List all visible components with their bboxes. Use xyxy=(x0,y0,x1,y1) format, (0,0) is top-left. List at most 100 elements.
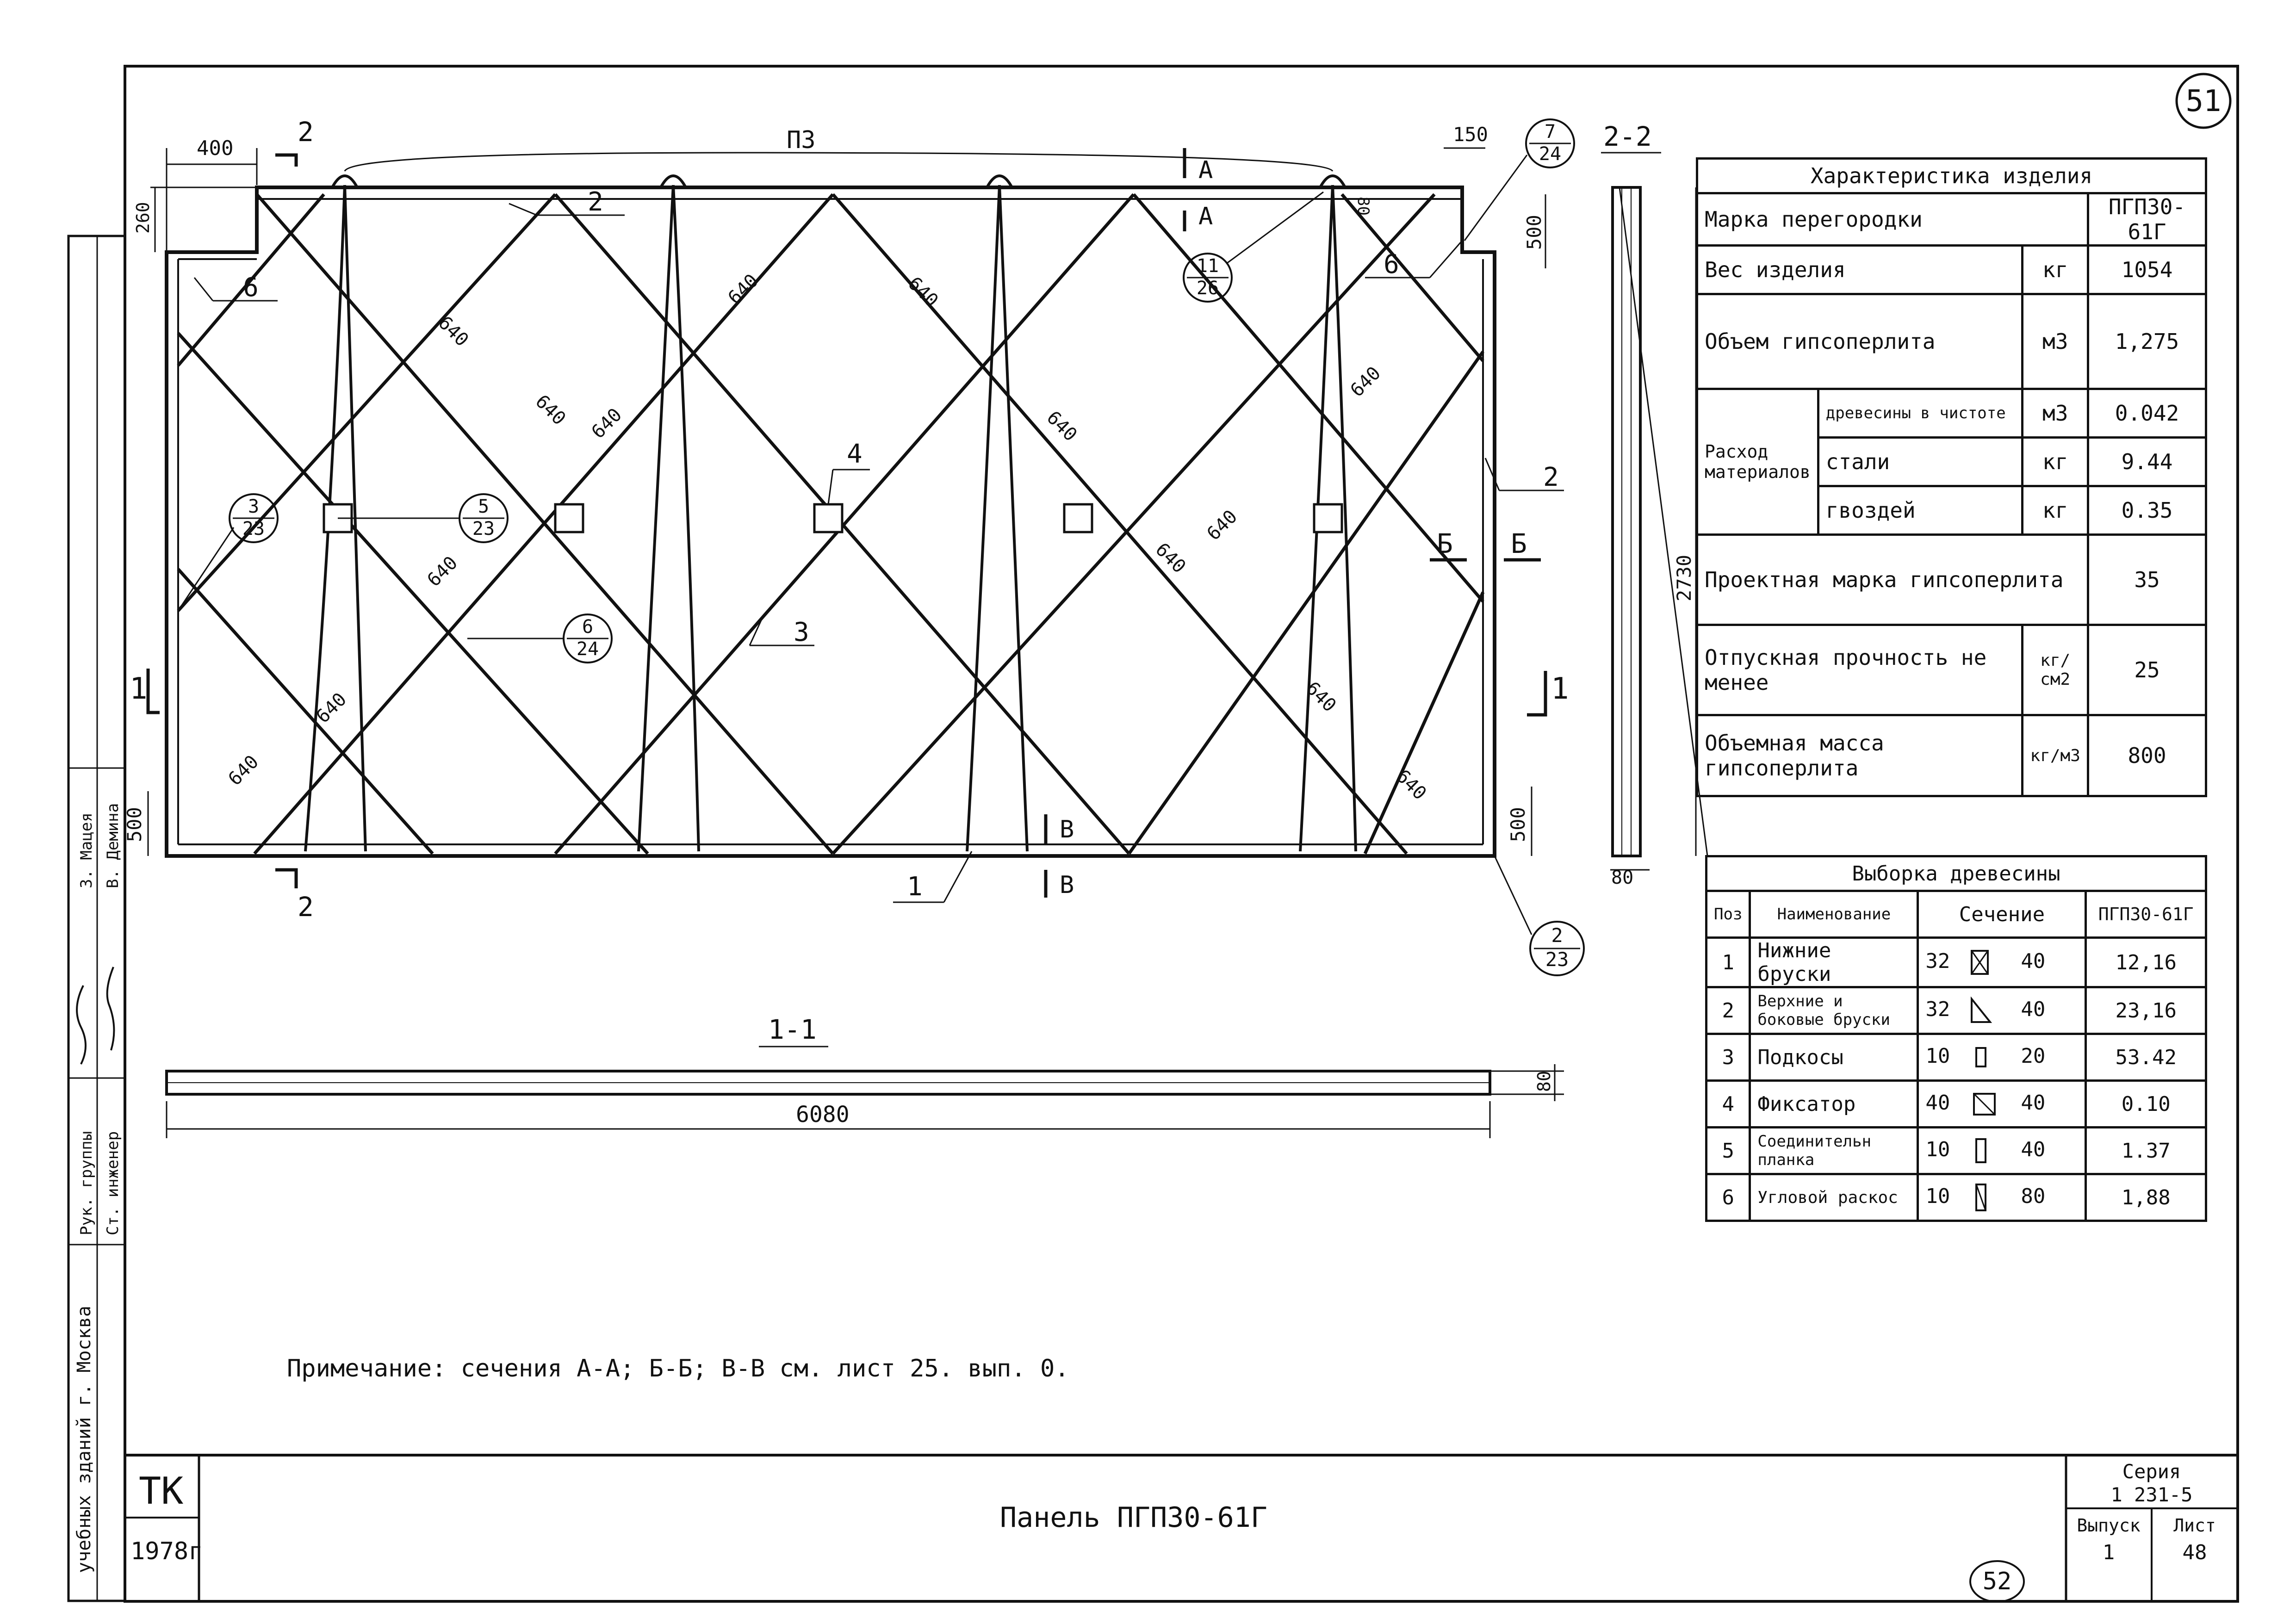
header-name: Наименование xyxy=(1749,890,1919,939)
section-icon xyxy=(1975,1047,1986,1067)
weight-value: 1054 xyxy=(2087,244,2207,295)
position-6-right: 6 xyxy=(1384,249,1399,279)
cut-1-left-label: 1 xyxy=(130,672,148,706)
callouts: 7 24 11 26 3 23 5 23 6 xyxy=(177,118,1585,976)
table-row: 4 Фиксатор 40 40 0.10 xyxy=(1705,1079,2207,1128)
dim-80-section: 80 xyxy=(1534,1071,1554,1092)
svg-text:26: 26 xyxy=(1197,278,1219,299)
sheet-value: 48 xyxy=(2183,1541,2207,1564)
svg-text:23: 23 xyxy=(1545,948,1569,971)
density-label: Объемная масса гипсоперлита xyxy=(1695,714,2024,797)
wood-value: 0.042 xyxy=(2087,388,2207,439)
cut-2-bottom-label: 2 xyxy=(298,891,314,923)
dim-500-top-right: 500 xyxy=(1523,215,1545,250)
title-block: ТК 1978г Панель ПГП30-61Г Серия 1 231-5 … xyxy=(125,1454,2238,1601)
section-2-2-title: 2-2 xyxy=(1603,121,1652,152)
left-strip-org: учебных зданий г. Москва xyxy=(74,1306,95,1573)
issue-value: 1 xyxy=(2103,1541,2115,1564)
grade-value: 35 xyxy=(2087,533,2207,626)
callout-2-23: 2 23 xyxy=(1494,855,1585,976)
page-number-circle xyxy=(2175,73,2232,129)
diagonal-braces xyxy=(177,193,1485,855)
density-unit: кг/м3 xyxy=(2021,714,2090,797)
bottom-page-number-circle xyxy=(1969,1560,2025,1603)
steel-value: 9.44 xyxy=(2087,436,2207,487)
svg-text:640: 640 xyxy=(1392,766,1431,805)
svg-text:24: 24 xyxy=(1539,143,1561,165)
section-1-1-title: 1-1 xyxy=(768,1014,817,1045)
year: 1978г xyxy=(130,1537,203,1565)
cut-B-left-label: Б xyxy=(1437,528,1453,559)
top-mark-label: П3 xyxy=(787,126,816,154)
weight-label: Вес изделия xyxy=(1695,244,2024,295)
characteristics-title: Характеристика изделия xyxy=(1696,157,2207,194)
svg-text:640: 640 xyxy=(1203,506,1242,545)
vertical-rods xyxy=(304,185,1357,852)
svg-text:7: 7 xyxy=(1545,121,1556,143)
strength-unit: кг/см2 xyxy=(2021,624,2090,716)
issue-label: Выпуск xyxy=(2077,1515,2140,1536)
rod-hooks xyxy=(331,174,1347,188)
svg-text:640: 640 xyxy=(423,552,462,591)
section-icon xyxy=(1973,1093,1996,1116)
svg-text:11: 11 xyxy=(1197,255,1219,277)
svg-text:24: 24 xyxy=(577,638,599,660)
wood-unit: м3 xyxy=(2021,388,2090,439)
header-pos: Поз xyxy=(1705,890,1751,939)
density-value: 800 xyxy=(2087,714,2207,797)
dim-500-right: 500 xyxy=(1507,807,1529,842)
svg-text:5: 5 xyxy=(478,496,489,517)
svg-text:640: 640 xyxy=(904,273,943,312)
wood-label: древесины в чистоте xyxy=(1817,388,2024,439)
header-mark: ПГП30-61Г xyxy=(2085,890,2207,939)
svg-text:6: 6 xyxy=(582,616,593,638)
wood-selection-title: Выборка древесины xyxy=(1705,855,2207,892)
svg-text:23: 23 xyxy=(472,518,495,539)
callout-6-24: 6 24 xyxy=(467,614,613,663)
svg-text:640: 640 xyxy=(1347,362,1385,401)
dim-80-top: 80 xyxy=(1354,197,1372,216)
svg-text:640: 640 xyxy=(224,751,263,790)
callout-5-23: 5 23 xyxy=(338,493,509,543)
left-strip-name1: З. Мацея xyxy=(77,812,96,888)
section-icon xyxy=(1975,1138,1986,1163)
svg-text:2: 2 xyxy=(1551,924,1563,947)
strength-label: Отпускная прочность не менее xyxy=(1695,624,2024,716)
bottom-page-number: 52 xyxy=(1983,1568,2012,1595)
cut-V-bottom-label: В xyxy=(1060,871,1074,899)
steel-unit: кг xyxy=(2021,436,2090,487)
position-2-top: 2 xyxy=(588,187,603,217)
position-3: 3 xyxy=(794,617,809,647)
svg-text:640: 640 xyxy=(434,312,473,351)
triangle-section-icon xyxy=(1970,997,1992,1023)
position-leaders xyxy=(193,203,1564,903)
strength-value: 25 xyxy=(2087,624,2207,716)
mark-label: Марка перегородки xyxy=(1695,192,2090,247)
page-number: 51 xyxy=(2185,84,2221,118)
sheet-label: Лист xyxy=(2173,1515,2216,1536)
left-strip-role1: Рук. группы xyxy=(77,1131,96,1235)
volume-label: Объем гипсоперлита xyxy=(1695,293,2024,390)
volume-unit: м3 xyxy=(2021,293,2090,390)
svg-text:3: 3 xyxy=(248,496,259,517)
note: Примечание: сечения А-А; Б-Б; В-В см. ли… xyxy=(287,1355,1069,1382)
characteristics-table: Характеристика изделия Марка перегородки… xyxy=(1695,157,2207,797)
panel-elevation xyxy=(165,174,1496,858)
section-icon xyxy=(1975,1184,1986,1211)
table-row: 5 Соединительн планка 10 40 1.37 xyxy=(1705,1126,2207,1175)
dim-500-left: 500 xyxy=(123,807,146,842)
cut-1-right-label: 1 xyxy=(1551,672,1569,706)
dim-2730: 2730 xyxy=(1673,555,1695,601)
table-row: 2 Верхние и боковые бруски 32 40 23,16 xyxy=(1705,986,2207,1035)
org-code: ТК xyxy=(139,1469,183,1512)
sheet-title: Панель ПГП30-61Г xyxy=(1000,1501,1267,1534)
consumption-label: Расход материалов xyxy=(1696,388,1819,536)
cut-A-top-label: А xyxy=(1198,156,1213,184)
wood-selection-table: Выборка древесины Поз Наименование Сечен… xyxy=(1705,855,2207,1222)
volume-value: 1,275 xyxy=(2087,293,2207,390)
position-1: 1 xyxy=(907,872,923,902)
nails-value: 0.35 xyxy=(2087,485,2207,536)
svg-text:640: 640 xyxy=(1151,539,1190,578)
panel-outline xyxy=(165,186,1496,858)
